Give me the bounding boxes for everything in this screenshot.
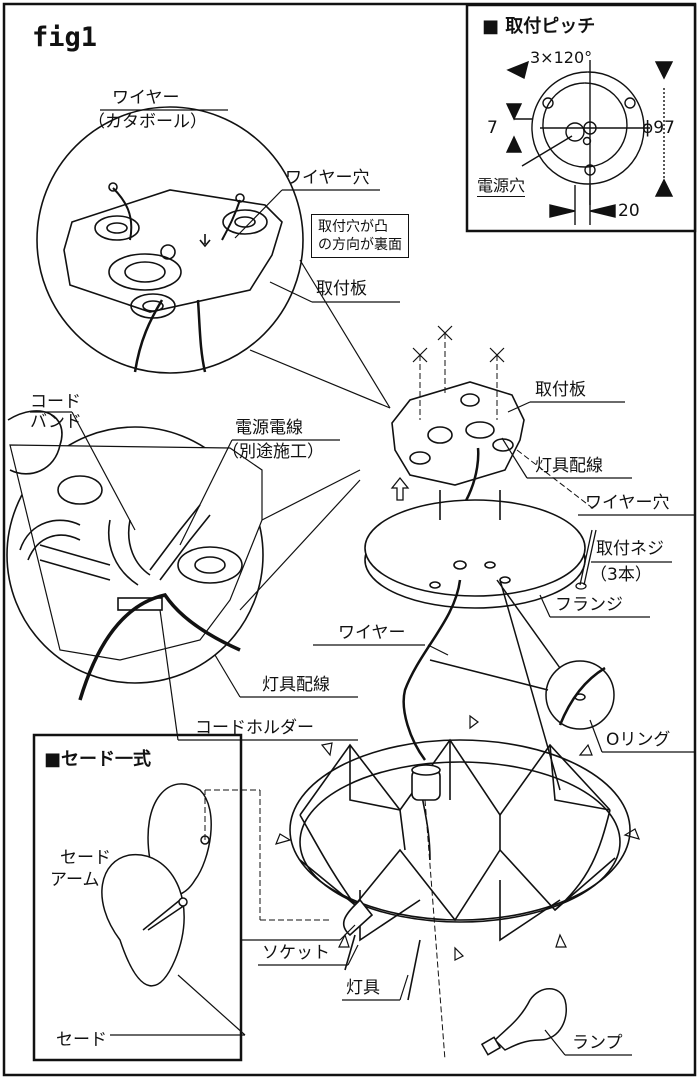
label-fixture-wiring-right: 灯具配線: [535, 456, 603, 476]
label-fixture: 灯具: [346, 978, 380, 998]
leader: [239, 479, 361, 611]
leader: [261, 469, 361, 521]
label-power-wire-note: （別途施工）: [222, 442, 324, 462]
leader: [249, 349, 391, 409]
label-shade: セード: [56, 1030, 107, 1050]
label-cord: コード: [30, 392, 81, 412]
label-shade-arm-1: セード: [60, 848, 111, 868]
label-mount-plate: 取付板: [535, 380, 586, 400]
label-cord-holder: コードホルダー: [195, 718, 314, 738]
leader: [299, 259, 391, 409]
label-power-wire: 電源電線: [235, 418, 303, 438]
mount-note-line1: 取付穴が凸: [318, 219, 388, 235]
label-mount-screw: 取付ネジ: [596, 539, 664, 559]
mount-note-box: 取付穴が凸 の方向が裏面: [311, 214, 409, 258]
shade-guide: [204, 789, 330, 921]
center-line-lamp: [424, 799, 446, 1061]
label-wire: ワイヤー: [112, 88, 180, 108]
pitch-offset: 7: [487, 118, 498, 138]
flange: [364, 490, 586, 761]
screw: [575, 529, 597, 590]
pitch-title: ■ 取付ピッチ: [482, 16, 596, 37]
label-katabolt: （カタボール）: [88, 112, 207, 132]
shade-set-box: [32, 733, 243, 1062]
oring-detail: [429, 579, 615, 791]
center-lines: [419, 333, 596, 511]
up-arrow: [390, 476, 410, 501]
label-wire-hole-top: ワイヤー穴: [285, 168, 370, 188]
pitch-center-offset: 20: [618, 201, 640, 221]
figure-title: fig1: [32, 22, 98, 53]
label-fixture-wiring-left: 灯具配線: [262, 675, 330, 695]
shade-drawing: [101, 783, 212, 987]
label-shade-arm-2: アーム: [50, 870, 100, 890]
lamp-bulb: [480, 988, 567, 1056]
lamp-fixture: [274, 714, 641, 1001]
label-wire-hole: ワイヤー穴: [585, 493, 670, 513]
label-o-ring: Oリング: [606, 730, 671, 750]
pitch-diagram: [505, 60, 674, 225]
label-wire-lower: ワイヤー: [338, 623, 406, 643]
detail-circle-wiring: [6, 410, 264, 701]
x-marks: [412, 325, 505, 363]
detail-circle-mount: [36, 106, 304, 374]
label-band: バンド: [30, 412, 82, 432]
label-socket: ソケット: [262, 943, 330, 963]
mount-note-line2: の方向が裏面: [318, 237, 402, 253]
label-mount-screw-qty: （3本）: [590, 565, 652, 585]
pitch-power-hole: 電源穴: [477, 176, 526, 197]
label-mount-plate-top: 取付板: [316, 279, 367, 299]
label-flange: フランジ: [555, 595, 623, 615]
pitch-diameter: ϕ97: [642, 118, 675, 138]
pitch-angle: 3×120°: [530, 48, 593, 67]
shade-set-title: ■セード一式: [44, 749, 152, 770]
label-lamp: ランプ: [572, 1033, 623, 1053]
leader-lines: [30, 109, 695, 1056]
